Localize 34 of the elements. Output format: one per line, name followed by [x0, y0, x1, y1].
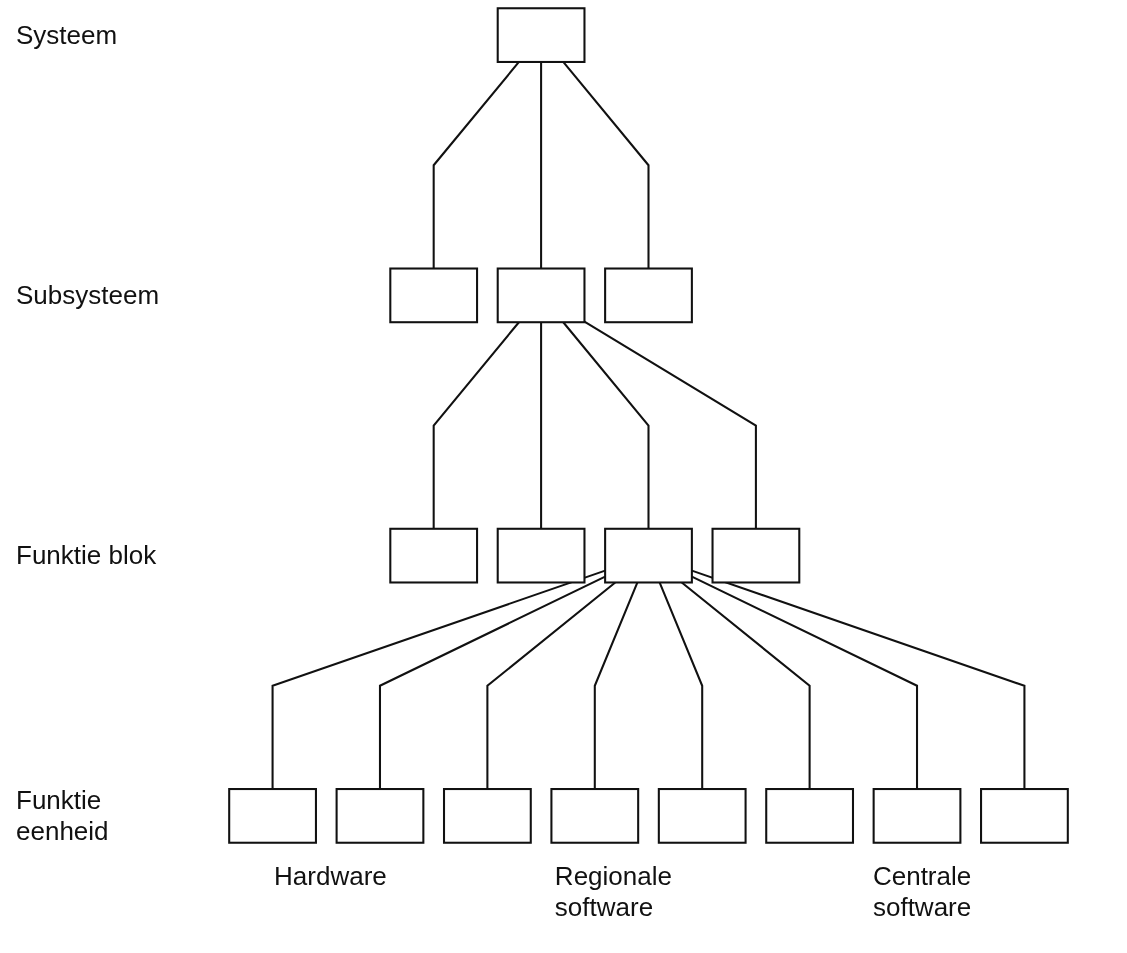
node-box — [657, 788, 747, 844]
connector — [691, 569, 1026, 790]
node-box — [604, 527, 693, 584]
connector — [658, 582, 704, 790]
level-label: Funktie eenheid — [16, 784, 110, 847]
connector — [583, 320, 757, 529]
node-box — [872, 788, 962, 844]
level-label: Subsysteem — [16, 279, 160, 311]
connector — [432, 61, 520, 269]
connector — [540, 322, 543, 529]
node-box — [765, 788, 855, 844]
connector — [562, 61, 650, 269]
group-label: Centrale software — [872, 861, 973, 923]
connector — [691, 575, 919, 790]
node-box — [496, 7, 586, 63]
node-box — [389, 527, 479, 584]
level-label: Funktie blok — [16, 540, 157, 572]
node-box — [980, 788, 1069, 844]
node-box — [550, 788, 640, 844]
group-label: Hardware — [274, 861, 387, 893]
node-box — [228, 788, 317, 844]
connector — [271, 569, 606, 790]
group-label: Regionale software — [554, 861, 673, 923]
level-label: Systeem — [16, 19, 118, 51]
node-box — [496, 267, 586, 324]
node-box — [389, 267, 479, 324]
connector — [378, 575, 606, 790]
node-box — [442, 788, 532, 844]
node-box — [711, 527, 801, 584]
connector — [593, 582, 639, 790]
connector — [540, 61, 543, 269]
node-box — [335, 788, 425, 844]
node-box — [496, 527, 586, 584]
node-box — [604, 267, 693, 324]
